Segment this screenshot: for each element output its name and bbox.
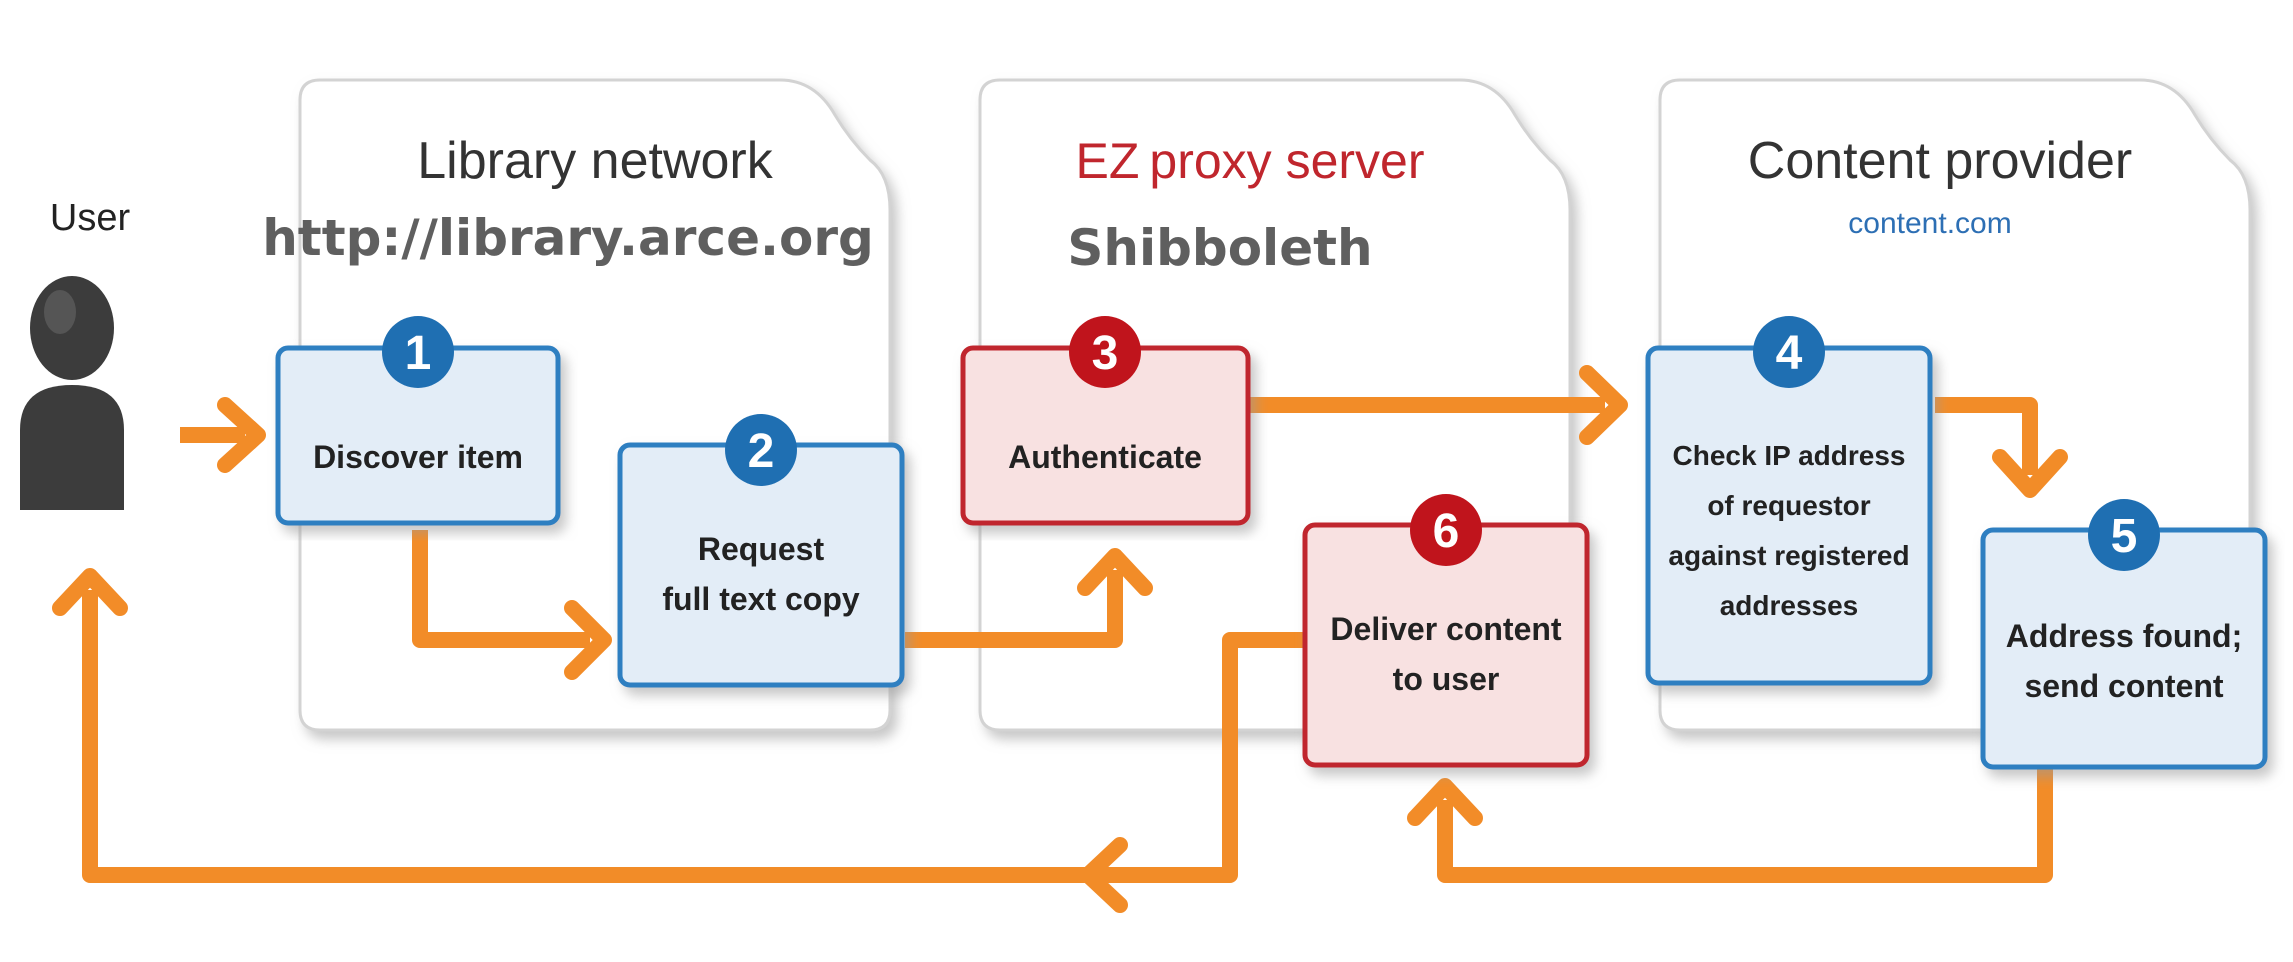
step-4-badge — [1753, 316, 1825, 388]
step-4-label-line3: against registered — [1668, 540, 1909, 571]
proxy-title-accent: EZ — [1076, 133, 1140, 189]
arrowhead-user-to-step1 — [217, 397, 266, 473]
arrowhead-step1-to-step2 — [564, 600, 612, 680]
step-3-label: Authenticate — [1008, 439, 1202, 475]
arrow-step4-to-step5 — [1935, 397, 2038, 475]
library-network-title: Library network — [417, 132, 773, 190]
step-2: Request full text copy 2 — [617, 414, 905, 688]
step-4-label-line1: Check IP address — [1673, 440, 1906, 471]
flow-arrows — [52, 365, 2068, 913]
step-2-label-line2: full text copy — [662, 581, 860, 617]
user-label: User — [50, 197, 131, 239]
arrow-step6-to-user — [82, 590, 1305, 883]
step-1-label: Discover item — [313, 439, 523, 475]
arrowhead-mid-bottom — [1080, 837, 1128, 913]
user-figure: User — [20, 197, 130, 510]
step-5-badge — [2088, 499, 2160, 571]
step-5: Address found; send content 5 — [1980, 499, 2268, 770]
user-silhouette-icon — [20, 276, 124, 510]
step-4: Check IP address of requestor against re… — [1645, 316, 1933, 686]
step-6-badge — [1410, 494, 1482, 566]
arrow-step5-to-step6 — [1437, 768, 2053, 883]
step-5-label-line1: Address found; — [2006, 618, 2242, 654]
step-4-label-line2: of requestor — [1707, 490, 1870, 521]
step-3-badge — [1069, 316, 1141, 388]
step-6-number: 6 — [1433, 505, 1460, 558]
content-provider-title: Content provider — [1748, 132, 2132, 190]
arrow-step2-to-step3 — [905, 570, 1123, 648]
step-1: Discover item 1 — [275, 316, 561, 526]
content-provider-domain: content.com — [1848, 207, 2011, 240]
step-6-label-line2: to user — [1393, 661, 1500, 697]
step-4-number: 4 — [1776, 327, 1803, 380]
arrow-step1-to-step2 — [412, 530, 590, 648]
proxy-title-rest: proxy server — [1149, 133, 1424, 189]
step-2-badge — [725, 414, 797, 486]
step-4-label-line4: addresses — [1720, 590, 1859, 621]
step-3: Authenticate 3 — [960, 316, 1251, 526]
arrowhead-step6-to-user — [52, 568, 128, 616]
arrowhead-step3-to-step4 — [1579, 365, 1628, 445]
step-2-number: 2 — [748, 425, 775, 478]
step-6-label-line1: Deliver content — [1330, 611, 1562, 647]
step-6: Deliver content to user 6 — [1302, 494, 1590, 768]
arrowhead-step5-to-step6 — [1407, 778, 1483, 826]
step-2-label-line1: Request — [698, 531, 825, 567]
step-5-number: 5 — [2111, 510, 2138, 563]
step-5-label-line2: send content — [2024, 668, 2223, 704]
step-1-number: 1 — [405, 327, 432, 380]
arrowhead-step4-to-step5 — [1992, 449, 2068, 498]
proxy-server-subtitle: Shibboleth — [1067, 219, 1372, 277]
arrowhead-step2-to-step3 — [1077, 548, 1153, 596]
step-3-number: 3 — [1092, 327, 1119, 380]
step-1-badge — [382, 316, 454, 388]
library-network-url: http://library.arce.org — [262, 209, 874, 267]
